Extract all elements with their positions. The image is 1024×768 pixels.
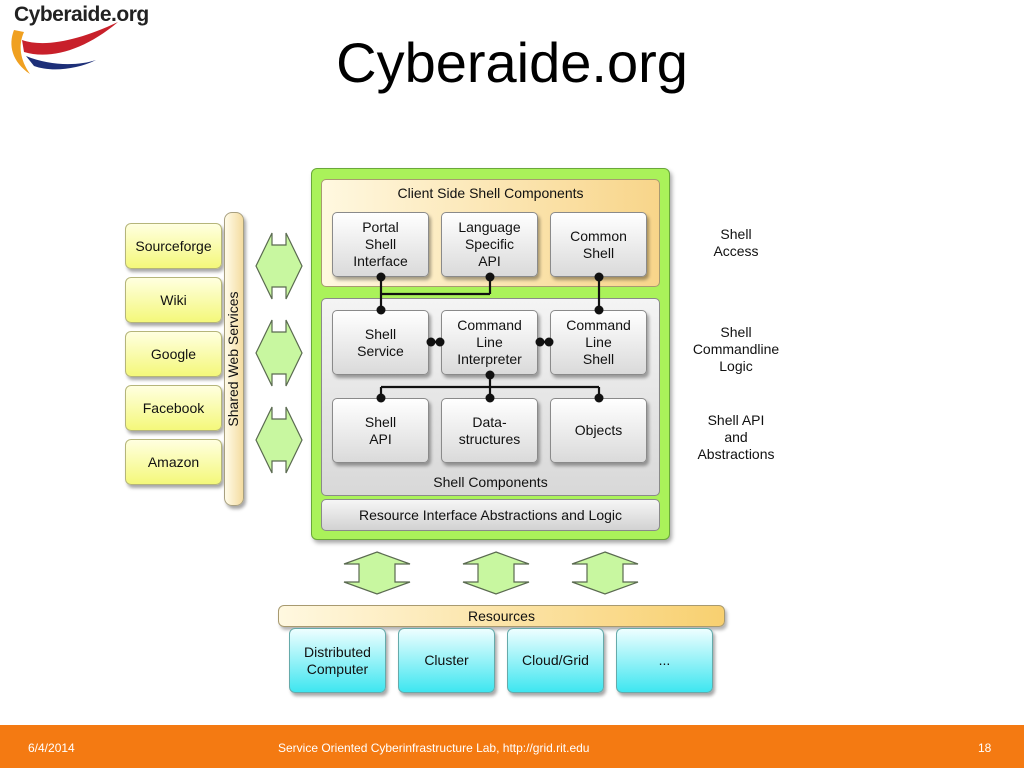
shell-components-title: Shell Components [433, 474, 548, 490]
resource-cloud-grid: Cloud/Grid [507, 628, 604, 693]
footer-bar [0, 725, 1024, 768]
shell-access-label: Shell Access [713, 226, 759, 259]
client-side-title: Client Side Shell Components [397, 185, 584, 201]
service-wiki: Wiki [125, 277, 222, 323]
shared-web-services-label: Shared Web Services [225, 291, 241, 427]
logo-text: Cyberaide.org [14, 3, 149, 26]
datastructures-box: Data- structures [441, 398, 538, 463]
portal-shell-interface-box: Portal Shell Interface [332, 212, 429, 277]
resource-interface-bar: Resource Interface Abstractions and Logi… [321, 499, 660, 531]
shell-api-abstractions-label: Shell API and Abstractions [697, 412, 775, 462]
command-line-shell-box: Command Line Shell [550, 310, 647, 375]
vertical-double-arrow-icon [462, 551, 530, 595]
vertical-double-arrow-icon [343, 551, 411, 595]
shell-api-box: Shell API [332, 398, 429, 463]
footer-date: 6/4/2014 [28, 741, 75, 755]
command-line-interpreter-box: Command Line Interpreter [441, 310, 538, 375]
logo: Cyberaide.org [0, 0, 160, 80]
double-arrow-icon [255, 232, 303, 300]
slide-title: Cyberaide.org [336, 31, 688, 94]
double-arrow-icon [255, 406, 303, 474]
shell-commandline-logic-label: Shell Commandline Logic [692, 324, 780, 374]
common-shell-box: Common Shell [550, 212, 647, 277]
resources-bar: Resources [278, 605, 725, 627]
service-amazon: Amazon [125, 439, 222, 485]
resource-more: ... [616, 628, 713, 693]
vertical-double-arrow-icon [571, 551, 639, 595]
language-specific-api-box: Language Specific API [441, 212, 538, 277]
resource-distributed-computer: Distributed Computer [289, 628, 386, 693]
service-facebook: Facebook [125, 385, 222, 431]
shared-web-services-bar [224, 212, 244, 506]
logo-swoosh-icon [11, 22, 118, 74]
service-google: Google [125, 331, 222, 377]
double-arrow-icon [255, 319, 303, 387]
resource-cluster: Cluster [398, 628, 495, 693]
service-sourceforge: Sourceforge [125, 223, 222, 269]
footer-center-text: Service Oriented Cyberinfrastructure Lab… [278, 741, 590, 755]
page-number: 18 [978, 741, 992, 755]
shell-service-box: Shell Service [332, 310, 429, 375]
objects-box: Objects [550, 398, 647, 463]
